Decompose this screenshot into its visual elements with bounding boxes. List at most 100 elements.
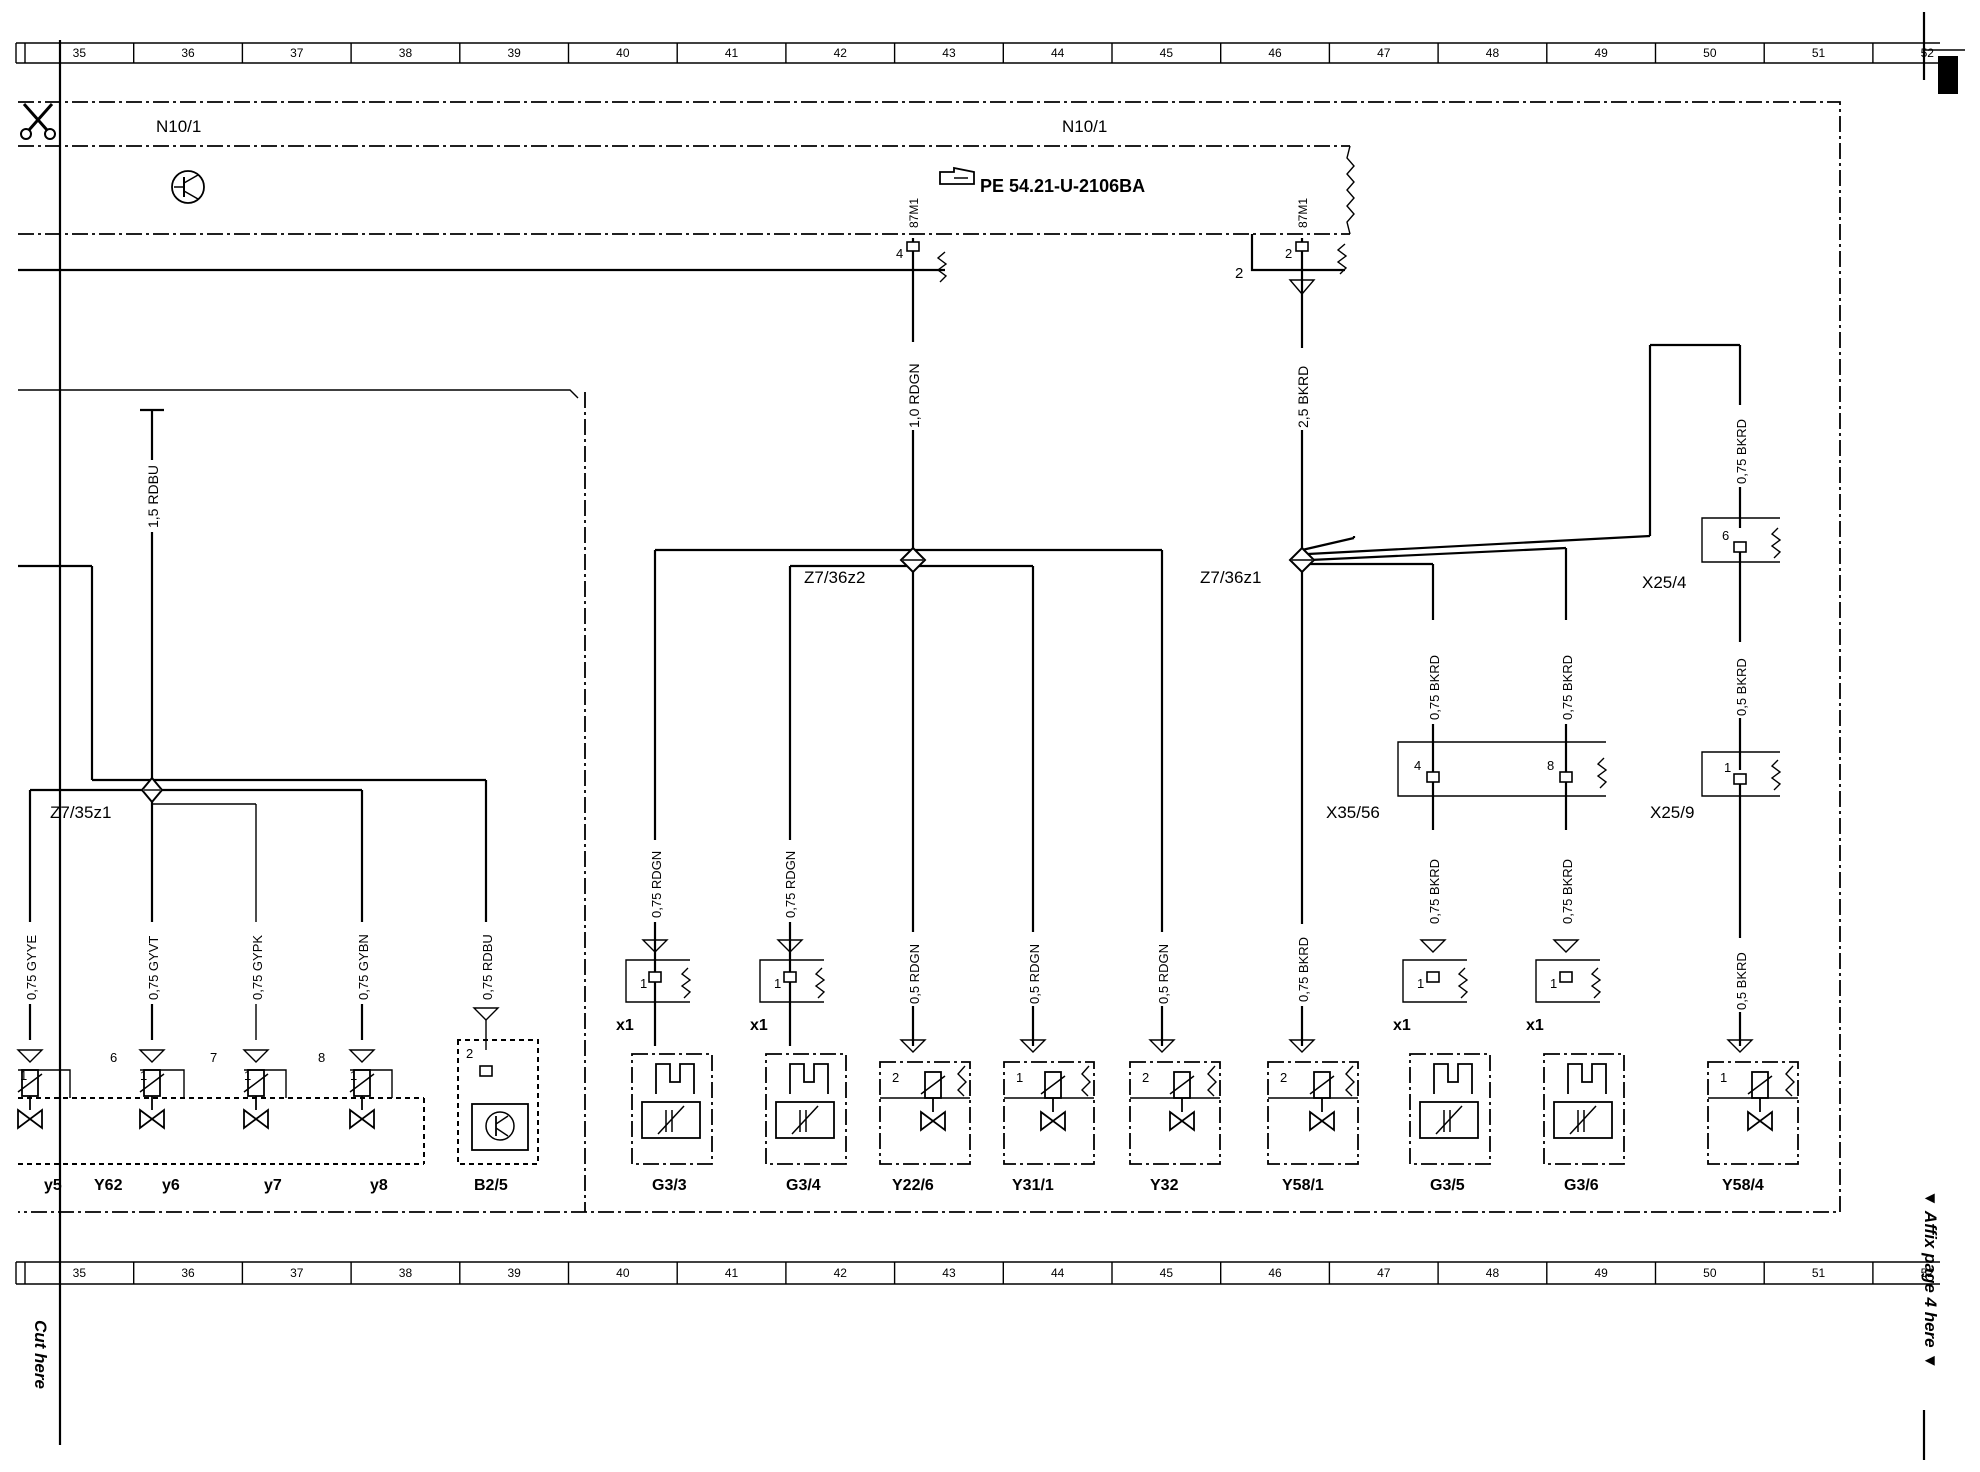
scissors-icon	[20, 103, 56, 140]
ruler-number: 52	[1921, 1266, 1935, 1280]
x1-label-c: x1	[1393, 1017, 1411, 1034]
ruler-number: 36	[181, 46, 195, 60]
ruler-number: 41	[725, 46, 739, 60]
right-harness	[1288, 343, 1742, 1046]
ruler-number: 37	[290, 46, 304, 60]
x35-56-pin-8: 8	[1547, 758, 1554, 773]
component-b25: B2/5	[474, 1177, 508, 1194]
ruler-number: 50	[1703, 46, 1717, 60]
component-y31-1: Y31/1	[1012, 1177, 1054, 1194]
ruler-number: 39	[507, 46, 521, 60]
x1-label-a: x1	[616, 1017, 634, 1034]
ruler-number: 40	[616, 46, 630, 60]
ruler-number: 43	[942, 46, 956, 60]
ruler-number: 47	[1377, 46, 1391, 60]
ruler-number: 42	[834, 46, 848, 60]
transistor-icon	[171, 170, 205, 204]
wire-bkrd-g35-dn: 0,75 BKRD	[1427, 859, 1442, 924]
component-y6: y6	[162, 1177, 180, 1194]
connector-x25-4-label: X25/4	[1642, 573, 1686, 592]
component-g3-4: G3/4	[786, 1177, 821, 1194]
pin-num-y7: 7	[210, 1050, 217, 1065]
ruler-number: 35	[73, 1266, 87, 1280]
ruler-number: 35	[73, 46, 87, 60]
pin-g36: 1	[1550, 976, 1557, 991]
component-y5: y5	[44, 1177, 62, 1194]
reference-text: PE 54.21-U-2106BA	[980, 176, 1145, 196]
wire-rdbu-075: 0,75 RDBU	[480, 934, 495, 1000]
pin-y22-6: 2	[892, 1070, 899, 1085]
component-y8: y8	[370, 1177, 388, 1194]
x25-9-pin-1: 1	[1724, 760, 1731, 775]
ruler-number: 46	[1268, 46, 1282, 60]
wire-gypk: 0,75 GYPK	[250, 935, 265, 1000]
component-y7: y7	[264, 1177, 282, 1194]
wire-bkrd-g36-dn: 0,75 BKRD	[1560, 859, 1575, 924]
ruler-number: 39	[507, 1266, 521, 1280]
x35-56-pin-4: 4	[1414, 758, 1421, 773]
pin-87m1-a: 87M1	[907, 198, 921, 228]
wire-bkrd-x25-4: 0,5 BKRD	[1734, 658, 1749, 716]
pin-y5: 1	[20, 1068, 27, 1083]
ruler-number: 38	[399, 46, 413, 60]
connector-x35-56	[1397, 720, 1608, 830]
valve-components	[879, 1039, 1799, 1165]
pointing-hand-icon	[939, 166, 975, 185]
ruler-number: 49	[1594, 1266, 1608, 1280]
connector-x35-56-label: X35/56	[1326, 803, 1380, 822]
affix-label: ▼ Affix page 4 here ▼	[1921, 1190, 1940, 1369]
ruler-number: 47	[1377, 1266, 1391, 1280]
n10-1-label-left: N10/1	[156, 117, 201, 136]
component-g3-5: G3/5	[1430, 1177, 1465, 1194]
pin-y58-1: 2	[1280, 1070, 1287, 1085]
wire-bkrd-y58-1: 0,75 BKRD	[1296, 937, 1311, 1002]
wire-bkrd-g36-up: 0,75 BKRD	[1560, 655, 1575, 720]
ruler-number: 45	[1160, 1266, 1174, 1280]
ruler-number: 42	[834, 1266, 848, 1280]
pin-y8: 1	[350, 1068, 357, 1083]
n10-1-label-right: N10/1	[1062, 117, 1107, 136]
page-marker	[1938, 56, 1958, 94]
wire-1-0-rdgn: 1,0 RDGN	[906, 363, 922, 428]
wire-bkrd-g35-up: 0,75 BKRD	[1427, 655, 1442, 720]
ruler-number: 51	[1812, 1266, 1826, 1280]
cut-here-label: Cut here	[31, 1320, 50, 1389]
wire-gyvt: 0,75 GYVT	[146, 936, 161, 1000]
wire-rdgn-g34: 0,75 RDGN	[783, 851, 798, 918]
wire-gybn: 0,75 GYBN	[356, 934, 371, 1000]
x1-label-b: x1	[750, 1017, 768, 1034]
component-y62: Y62	[94, 1177, 123, 1194]
left-components	[16, 1007, 539, 1165]
component-g3-6: G3/6	[1564, 1177, 1599, 1194]
pin-g33: 1	[640, 976, 647, 991]
x25-4-pin-6: 6	[1722, 528, 1729, 543]
wire-rdgn-y32: 0,5 RDGN	[1156, 944, 1171, 1004]
ruler-number: 44	[1051, 46, 1065, 60]
splice-z7-36z1-label: Z7/36z1	[1200, 568, 1261, 587]
ruler-number: 49	[1594, 46, 1608, 60]
ruler-number: 44	[1051, 1266, 1065, 1280]
pin-2-ext: 2	[1235, 265, 1243, 282]
pin-b25: 2	[466, 1046, 473, 1061]
pin-y31-1: 1	[1016, 1070, 1023, 1085]
generator-components	[631, 1053, 1625, 1165]
wire-rdgn-g33: 0,75 RDGN	[649, 851, 664, 918]
ruler-number: 36	[181, 1266, 195, 1280]
wire-bkrd-075-top: 0,75 BKRD	[1734, 419, 1749, 484]
ruler-number: 48	[1486, 46, 1500, 60]
wire-rdgn-y22-6: 0,5 RDGN	[907, 944, 922, 1004]
pin-num-y8: 8	[318, 1050, 325, 1065]
component-y58-1: Y58/1	[1282, 1177, 1324, 1194]
splice-z7-35z1	[140, 776, 164, 804]
ruler-number: 43	[942, 1266, 956, 1280]
wire-2-5-bkrd: 2,5 BKRD	[1295, 366, 1311, 428]
pin-g35: 1	[1417, 976, 1424, 991]
wire-rdgn-y31-1: 0,5 RDGN	[1027, 944, 1042, 1004]
ruler-number: 45	[1160, 46, 1174, 60]
component-y32: Y32	[1150, 1177, 1179, 1194]
pin-y32: 2	[1142, 1070, 1149, 1085]
component-y58-4: Y58/4	[1722, 1177, 1764, 1194]
